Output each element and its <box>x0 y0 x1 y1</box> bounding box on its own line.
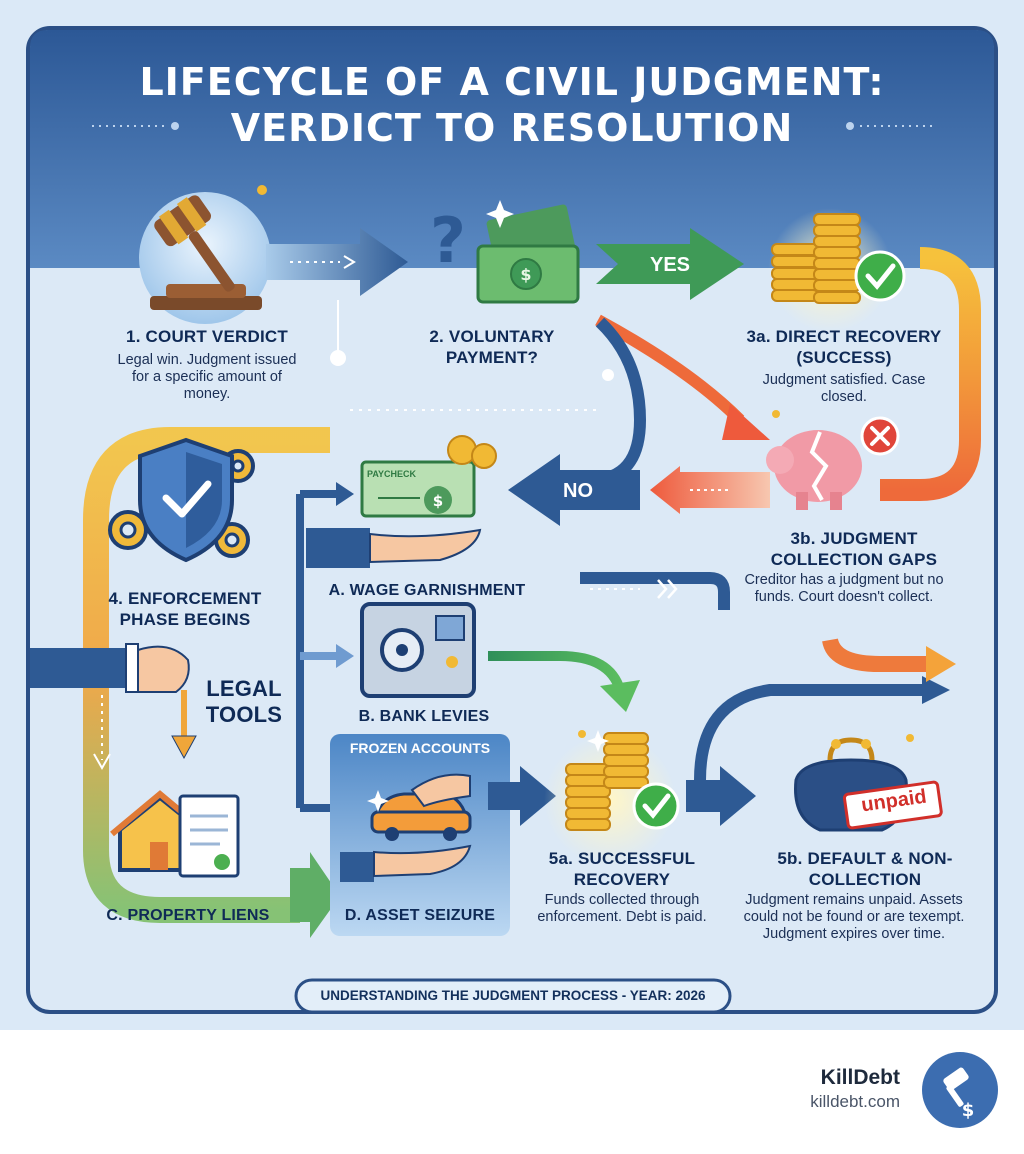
tool-bank-levies: B. BANK LEVIES <box>358 708 490 725</box>
svg-text:$: $ <box>433 492 443 510</box>
svg-text:$: $ <box>962 1100 975 1121</box>
yes-label: YES <box>649 254 691 276</box>
coin-stack-icon <box>544 732 676 866</box>
title-line-2: VERDICT TO RESOLUTION <box>230 106 794 150</box>
shield-check-icon <box>138 437 234 563</box>
legal-tools-label: LEGAL TOOLS <box>205 676 283 727</box>
step-default-desc: Judgment remains unpaid. Assets could no… <box>743 892 965 942</box>
svg-text:?: ? <box>430 204 466 277</box>
hand-icon <box>30 643 190 693</box>
hand-icon <box>306 528 482 568</box>
paycheck-icon: $ <box>360 435 497 518</box>
step-voluntary-payment-label: 2. VOLUNTARY PAYMENT? <box>429 327 555 367</box>
brand-name: KillDebt <box>820 1066 900 1089</box>
question-mark-icon: ? <box>430 204 466 277</box>
step-court-verdict-desc: Legal win. Judgment issued for a specifi… <box>117 352 297 402</box>
step-direct-recovery-desc: Judgment satisfied. Case closed. <box>762 372 926 405</box>
paycheck-text: PAYCHECK <box>367 469 417 479</box>
step-default-label: 5b. DEFAULT & NON-COLLECTION <box>777 849 953 889</box>
gavel-icon <box>139 192 271 324</box>
step-direct-recovery-label: 3a. DIRECT RECOVERY (SUCCESS) <box>746 327 942 367</box>
no-label: NO <box>563 480 593 502</box>
tool-wage-garnishment: A. WAGE GARNISHMENT <box>328 582 526 599</box>
step-successful-recovery-desc: Funds collected through enforcement. Deb… <box>537 892 707 925</box>
brand-url[interactable]: killdebt.com <box>810 1092 900 1111</box>
document-icon <box>178 794 240 878</box>
cash-icon: $ <box>476 204 580 304</box>
step-collection-gaps-label: 3b. JUDGMENT COLLECTION GAPS <box>770 529 938 569</box>
logo-icon: $ <box>922 1052 998 1128</box>
tool-property-liens: C. PROPERTY LIENS <box>106 907 270 924</box>
hand-icon <box>340 773 472 882</box>
check-icon <box>854 250 906 302</box>
step-successful-recovery-label: 5a. SUCCESSFUL RECOVERY <box>548 849 696 889</box>
frozen-accounts-label: FROZEN ACCOUNTS <box>349 740 491 756</box>
footer-caption: UNDERSTANDING THE JUDGMENT PROCESS - YEA… <box>320 988 706 1003</box>
safe-icon <box>360 602 476 698</box>
svg-text:$: $ <box>520 265 531 284</box>
title-line-1: LIFECYCLE OF A CIVIL JUDGMENT: <box>139 60 885 104</box>
broken-piggy-bank-icon <box>766 430 862 510</box>
coin-stack-icon <box>768 208 892 332</box>
check-icon <box>632 782 680 830</box>
step-court-verdict-label: 1. COURT VERDICT <box>126 327 288 346</box>
tool-asset-seizure: D. ASSET SEIZURE <box>344 907 496 924</box>
step-enforcement-label: 4. ENFORCEMENT PHASE BEGINS <box>108 589 262 629</box>
step-collection-gaps-desc: Creditor has a judgment but no funds. Co… <box>744 572 944 605</box>
x-icon <box>860 416 900 456</box>
